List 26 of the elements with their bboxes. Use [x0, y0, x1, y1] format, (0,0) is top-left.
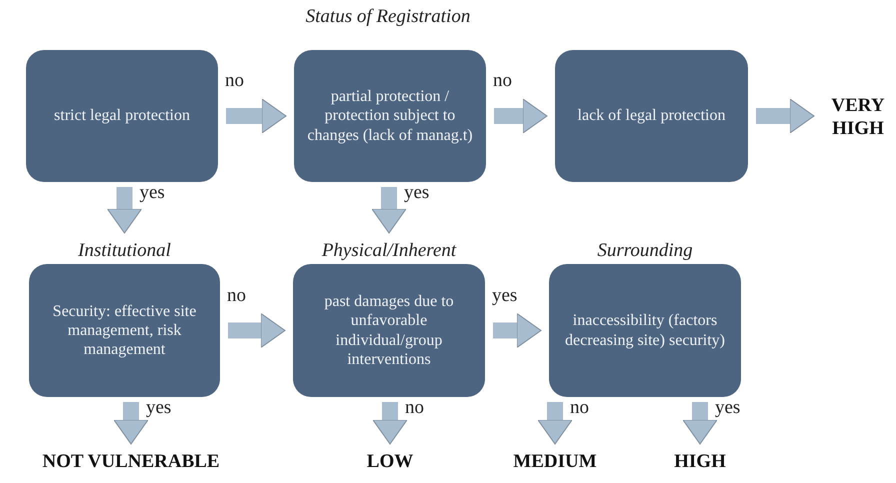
process-box: partial protection / protection subject to changes (lack of manag.t)	[294, 50, 486, 182]
block-arrow	[107, 187, 142, 234]
block-arrow	[682, 402, 718, 444]
block-arrow	[756, 98, 814, 134]
outcome-label: VERY HIGH	[822, 95, 894, 141]
process-box: past damages due to unfavorable individual/group interventions	[293, 264, 485, 397]
category-heading: Surrounding	[597, 239, 693, 263]
block-arrow	[372, 187, 406, 234]
block-arrow	[538, 402, 572, 444]
block-arrow	[226, 98, 286, 134]
block-arrow	[228, 313, 286, 348]
category-heading: Physical/Inherent	[322, 239, 456, 263]
category-heading: Institutional	[78, 239, 171, 263]
outcome-label: NOT VULNERABLE	[42, 450, 220, 474]
block-arrow	[493, 313, 542, 348]
process-box: lack of legal protection	[555, 50, 748, 182]
outcome-label: MEDIUM	[513, 450, 597, 474]
process-box: Security: effective site management, risk management	[29, 264, 220, 397]
block-arrow	[494, 98, 548, 134]
outcome-label: LOW	[366, 450, 414, 474]
process-box: inaccessibility (factors decreasing site) security)	[549, 264, 741, 397]
outcome-label: HIGH	[674, 450, 726, 474]
process-box: strict legal protection	[26, 50, 218, 182]
block-arrow	[372, 402, 408, 444]
block-arrow	[114, 402, 148, 444]
section-title: Status of Registration	[304, 6, 472, 28]
